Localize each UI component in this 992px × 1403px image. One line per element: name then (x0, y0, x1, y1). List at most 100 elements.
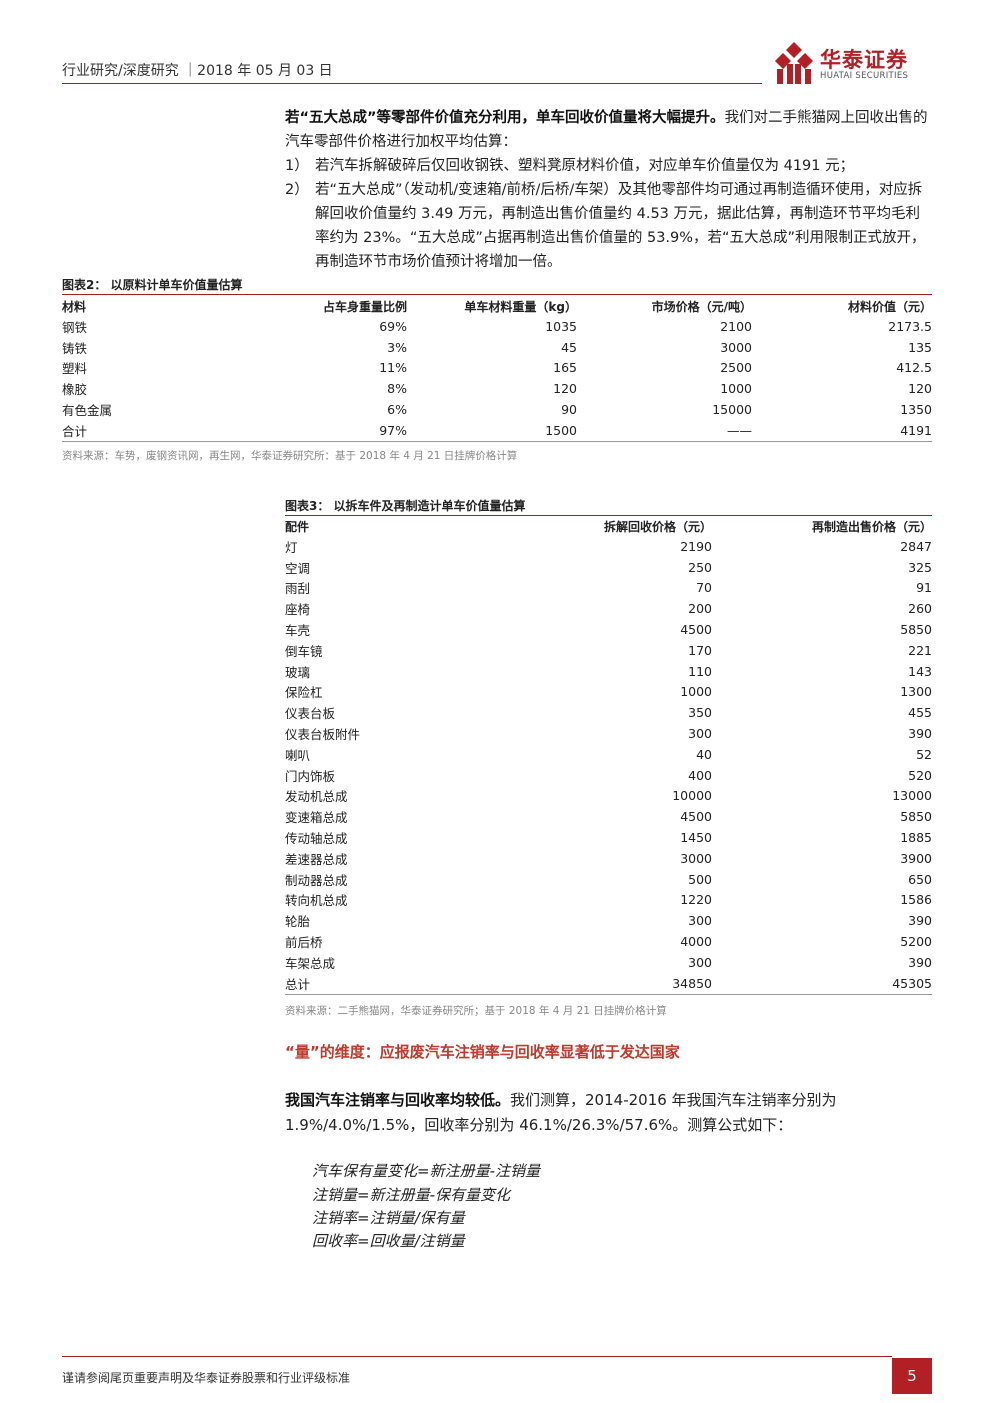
table3-header: 配件 (285, 519, 310, 534)
header-text: 行业研究/深度研究 ｜2018 年 05 月 03 日 (62, 63, 333, 79)
table-cell: 橡胶 (62, 382, 88, 398)
table-cell: 1885 (900, 830, 932, 846)
table3-bottom-line (285, 994, 932, 995)
section-rest: 我们测算，2014-2016 年我国汽车注销率分别为 1.9%/4.0%/1.5… (285, 1091, 837, 1134)
table-cell: 45 (561, 339, 577, 355)
table-cell: 1000 (680, 684, 712, 700)
list-number: 2） (285, 182, 309, 198)
table-cell: 喇叭 (285, 747, 311, 763)
table-cell: 仪表台板 (285, 706, 336, 722)
table2-top-line (62, 294, 932, 295)
table-cell: 300 (688, 726, 712, 742)
table-cell: 120 (553, 381, 577, 397)
table-cell: 1220 (680, 892, 712, 908)
table-cell: 40 (696, 746, 712, 762)
section-bold: 我国汽车注销率与回收率均较低。 (285, 1091, 511, 1109)
table-cell: 4191 (900, 422, 932, 438)
table-row: 灯 2190 2847 (285, 536, 932, 557)
table-cell: 1500 (545, 422, 577, 438)
table3-source: 资料来源：二手熊猫网，华泰证券研究所；基于 2018 年 4 月 21 日挂牌价… (285, 1005, 667, 1017)
table-cell: 390 (908, 954, 932, 970)
table2: 材料 占车身重量比例 单车材料重量（kg） 市场价格（元/吨） 材料价值（元） … (62, 296, 932, 441)
table-cell: 仪表台板附件 (285, 727, 361, 743)
table-cell: 165 (553, 360, 577, 376)
formula-line: 汽车保有量变化=新注册量-注销量 (312, 1162, 540, 1180)
table-cell: 2190 (680, 538, 712, 554)
table3-top-line (285, 515, 932, 516)
table2-header: 材料 (62, 299, 87, 314)
table-cell: 铸铁 (62, 340, 88, 356)
section-title: “量”的维度：应报废汽车注销率与回收率显著低于发达国家 (285, 1043, 680, 1061)
page-number: 5 (892, 1358, 932, 1394)
table2-header: 材料价值（元） (847, 299, 932, 314)
table2-title: 图表2： 以原料计单车价值量估算 (62, 278, 243, 292)
table-cell: 250 (688, 559, 712, 575)
formula-line: 注销率=注销量/保有量 (312, 1209, 465, 1227)
table-cell: 4000 (680, 934, 712, 950)
footer-divider (62, 1356, 892, 1357)
table-cell: 2847 (900, 538, 932, 554)
table-cell: 412.5 (896, 360, 932, 376)
table-cell: 合计 (62, 423, 88, 439)
list-number: 1） (285, 158, 309, 174)
table-cell: 10000 (672, 788, 712, 804)
table-cell: 前后桥 (285, 935, 323, 951)
table-cell: 97% (379, 422, 407, 438)
intro-bold: 若“五大总成”等零部件价值充分利用，单车回收价值量将大幅提升。 (285, 110, 725, 126)
table-cell: 雨刮 (285, 581, 311, 597)
table-cell: 1035 (545, 318, 577, 334)
table-cell: 发动机总成 (285, 789, 348, 805)
table2-header: 单车材料重量（kg） (464, 299, 577, 314)
table-cell: 灯 (285, 539, 298, 555)
table-cell: 玻璃 (285, 664, 311, 680)
table-cell: 520 (908, 767, 932, 783)
table-cell: 90 (561, 402, 577, 418)
intro-paragraph: 若“五大总成”等零部件价值充分利用，单车回收价值量将大幅提升。我们对二手熊猫网上… (285, 106, 933, 154)
table-cell: 350 (688, 705, 712, 721)
table-cell: 3000 (720, 339, 752, 355)
table-cell: 制动器总成 (285, 872, 348, 888)
table-cell: 4500 (680, 809, 712, 825)
table3-title: 图表3： 以拆车件及再制造计单车价值量估算 (285, 499, 526, 513)
table-cell: 1300 (900, 684, 932, 700)
table-cell: 143 (908, 663, 932, 679)
table-cell: 空调 (285, 560, 311, 576)
table-cell: 260 (908, 601, 932, 617)
table-cell: 52 (916, 746, 932, 762)
table-cell: 车壳 (285, 623, 311, 639)
table-row: 喇叭 40 52 (285, 744, 932, 765)
table-cell: 300 (688, 954, 712, 970)
table-cell: 455 (908, 705, 932, 721)
table-cell: 5850 (900, 809, 932, 825)
table-cell: 390 (908, 726, 932, 742)
table-cell: 座椅 (285, 602, 311, 618)
footer-disclaimer: 谨请参阅尾页重要声明及华泰证券股票和行业评级标准 (62, 1371, 351, 1385)
table-cell: 1000 (720, 381, 752, 397)
formula-line: 回收率=回收量/注销量 (312, 1232, 465, 1250)
intro-rest: 我们对二手熊猫网上回收出售的汽车零部件价格进行加权平均估算： (285, 110, 928, 150)
table-cell: 70 (696, 580, 712, 596)
logo-cn-text: 华泰证券 (820, 48, 908, 72)
logo-en-text: HUATAI SECURITIES (820, 71, 909, 81)
table-cell: 3000 (680, 850, 712, 866)
huatai-logo-icon (775, 42, 813, 84)
table-cell: 400 (688, 767, 712, 783)
table2-header: 市场价格（元/吨） (651, 299, 752, 314)
table-cell: 650 (908, 871, 932, 887)
table-row: 仪表台板 350 455 (285, 702, 932, 723)
table-cell: 13000 (892, 788, 932, 804)
